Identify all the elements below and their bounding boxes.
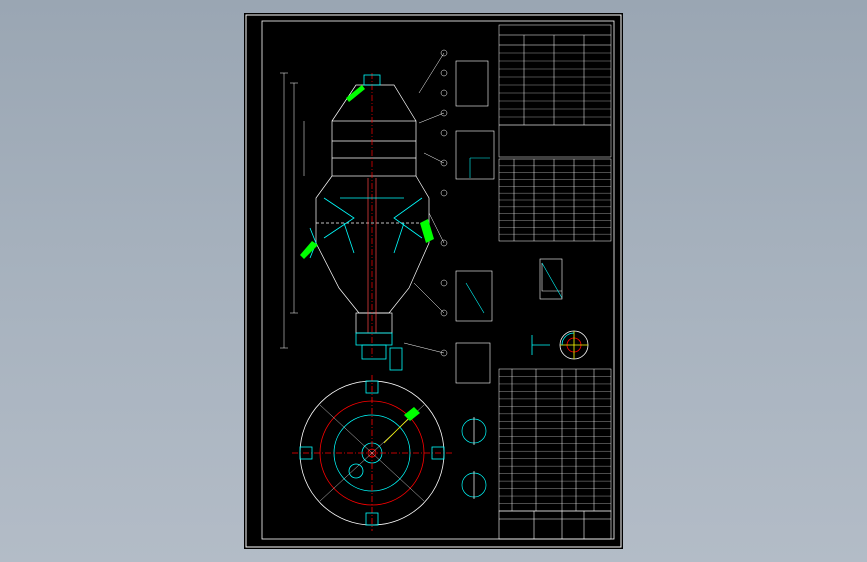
section-details — [461, 417, 487, 499]
bom-table — [498, 368, 612, 512]
cad-drawing — [245, 14, 622, 548]
tech-spec-table — [498, 24, 612, 158]
dimension-lines — [280, 72, 305, 349]
leader-balloons — [403, 49, 448, 357]
drawing-sheet[interactable] — [244, 13, 623, 549]
title-block — [498, 510, 612, 540]
parts-table-rows — [499, 165, 611, 235]
plan-green-nozzle — [404, 407, 420, 421]
detail-views — [455, 60, 495, 384]
vessel-elevation — [315, 73, 430, 358]
inner-border — [261, 20, 615, 540]
support-detail — [539, 258, 563, 300]
vessel-green-parts — [300, 85, 434, 259]
tech-spec-rows — [499, 52, 611, 126]
vessel-nozzles — [309, 74, 423, 371]
plan-view — [292, 375, 452, 531]
outer-border — [245, 14, 622, 548]
flange-detail — [531, 330, 589, 360]
bom-table-rows — [499, 376, 611, 504]
